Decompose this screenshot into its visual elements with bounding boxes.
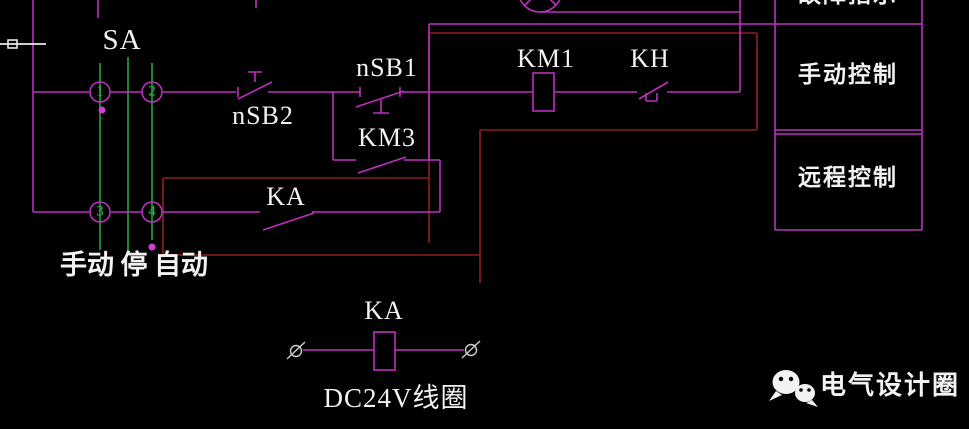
sa-terminal-2-circle xyxy=(141,81,163,103)
cropped-top-stubs xyxy=(97,0,257,18)
sa-terminal-3-circle xyxy=(89,201,111,223)
ka-coil-label: KA xyxy=(364,296,404,325)
legend-table-border xyxy=(774,0,923,231)
wechat-icon xyxy=(769,370,818,407)
supply-break-symbol xyxy=(0,39,46,49)
coil-terminal-symbols xyxy=(286,340,481,360)
kh-label: KH xyxy=(630,44,670,73)
kh-thermal-contact-symbol xyxy=(638,81,669,102)
nsb1-no-pushbutton-symbol xyxy=(355,87,405,114)
ka-no-contact-symbol xyxy=(262,212,315,231)
watermark-brand-text: 电气设计圈 xyxy=(820,371,961,401)
branch-verticals xyxy=(332,24,430,160)
km1-label: KM1 xyxy=(517,44,575,73)
sa-switch-label: SA xyxy=(102,24,142,56)
ka-coil-symbol xyxy=(303,331,464,371)
legend-row-manual-control: 手动控制 xyxy=(798,62,898,88)
ka-coil-caption: DC24V线圈 xyxy=(323,383,469,413)
mode-label-manual: 手动 xyxy=(60,250,114,281)
nsb2-nc-pushbutton-symbol xyxy=(237,71,273,100)
ka-contact-label: KA xyxy=(266,182,306,211)
legend-row-remote-control: 远程控制 xyxy=(798,165,898,191)
highlighted-circuit-trace xyxy=(162,32,758,283)
mode-label-stop: 停 xyxy=(120,250,148,281)
km3-label: KM3 xyxy=(358,123,416,152)
selector-node-dots xyxy=(98,106,156,251)
sa-terminal-4: 4 xyxy=(148,203,156,220)
nsb1-label: nSB1 xyxy=(356,53,418,82)
km3-no-contact-symbol xyxy=(333,156,440,174)
km1-coil-symbol xyxy=(532,72,555,112)
sa-terminal-1: 1 xyxy=(96,83,104,100)
sa-terminal-1-circle xyxy=(89,81,111,103)
sa-terminal-2: 2 xyxy=(148,83,156,100)
mode-label-auto: 自动 xyxy=(154,250,208,281)
nsb2-label: nSB2 xyxy=(232,101,294,130)
sa-terminal-4-circle xyxy=(141,201,163,223)
legend-row-fault-indication: 故障指示 xyxy=(798,0,898,7)
sa-terminal-3: 3 xyxy=(96,203,104,220)
sa-selector-position-lines xyxy=(99,57,153,252)
indicator-lamp-symbol xyxy=(519,0,561,13)
fault-lamp-wire xyxy=(540,0,741,92)
control-wiring xyxy=(32,0,923,371)
